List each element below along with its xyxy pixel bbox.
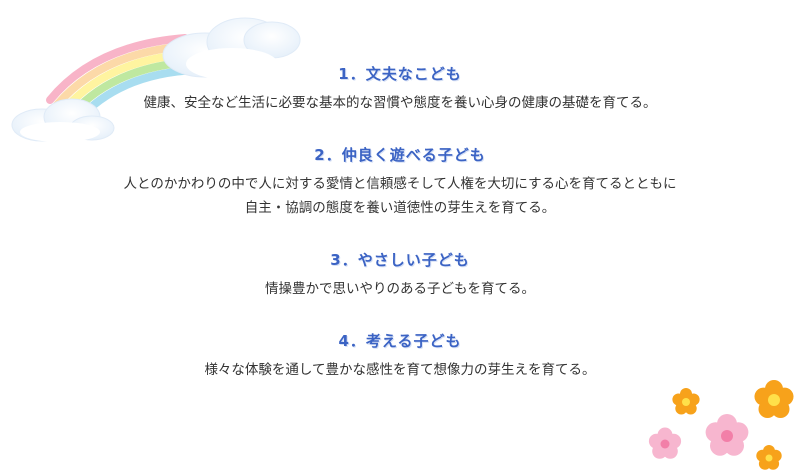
goal-description: 人とのかかわりの中で人に対する愛情と信頼感そして人権を大切にする心を育てるととも… xyxy=(123,176,677,192)
goal-title: 1．文夫なこども xyxy=(338,65,462,83)
goal-section-3: 3．やさしい子ども 情操豊かで思いやりのある子どもを育てる。 xyxy=(0,248,800,301)
goal-title: 2．仲良く遊べる子ども xyxy=(314,146,486,164)
goal-section-4: 4．考える子ども 様々な体験を通して豊かな感性を育て想像力の芽生えを育てる。 xyxy=(0,329,800,382)
flower-pink-left xyxy=(648,427,682,459)
goal-description: 様々な体験を通して豊かな感性を育て想像力の芽生えを育てる。 xyxy=(204,362,596,378)
goal-section-2: 2．仲良く遊べる子ども 人とのかかわりの中で人に対する愛情と信頼感そして人権を大… xyxy=(0,143,800,220)
goal-description: 健康、安全など生活に必要な基本的な習慣や態度を養い心身の健康の基礎を育てる。 xyxy=(143,95,657,111)
goal-description: 情操豊かで思いやりのある子どもを育てる。 xyxy=(265,281,535,297)
goal-title: 3．やさしい子ども xyxy=(330,251,470,269)
goal-description: 自主・協調の態度を養い道徳性の芽生えを育てる。 xyxy=(244,200,556,216)
goal-section-1: 1．文夫なこども 健康、安全など生活に必要な基本的な習慣や態度を養い心身の健康の… xyxy=(0,62,800,115)
flower-pink-large xyxy=(705,414,749,456)
goal-title: 4．考える子ども xyxy=(338,332,462,350)
goals-list: 1．文夫なこども 健康、安全など生活に必要な基本的な習慣や態度を養い心身の健康の… xyxy=(0,62,800,410)
flower-orange-bottom xyxy=(756,445,782,470)
